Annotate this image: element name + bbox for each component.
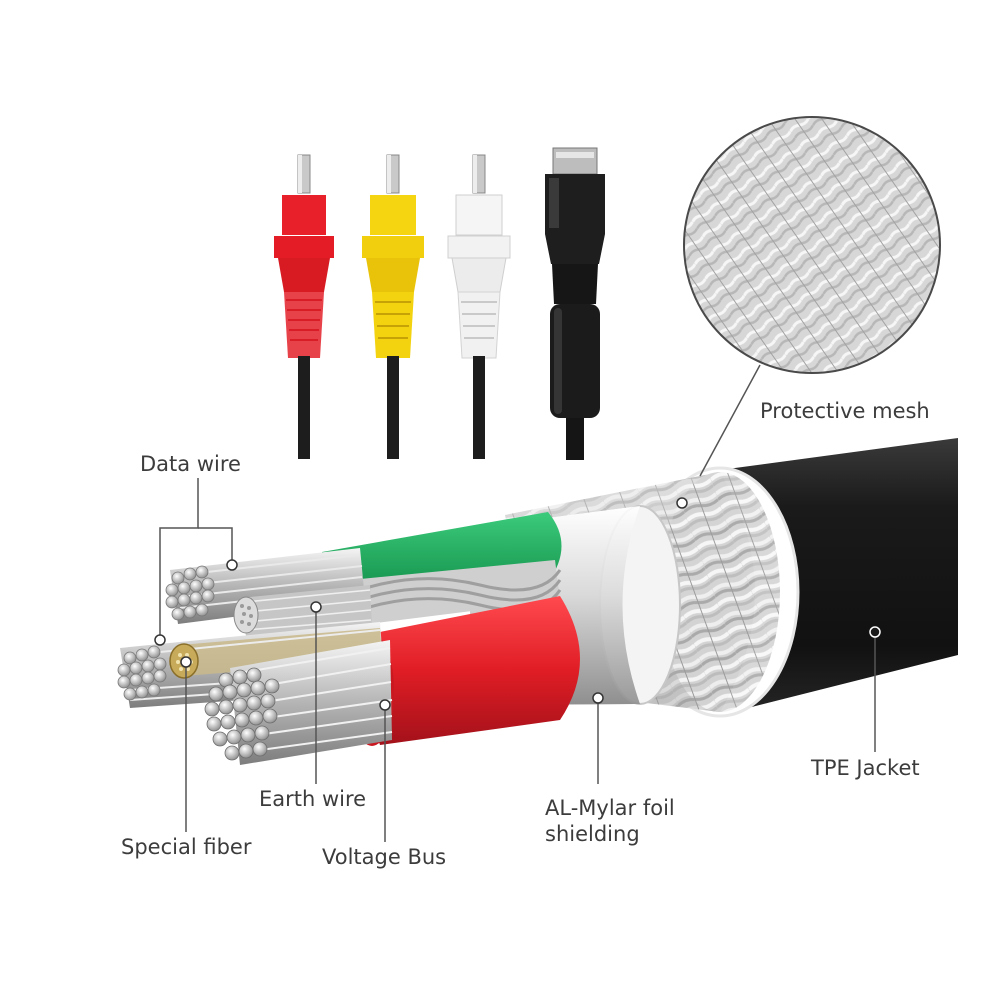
cable-cross-section (117, 438, 958, 765)
av-connectors (274, 147, 605, 460)
data-wire-leader-b (198, 527, 233, 568)
label-foil-line2: shielding (545, 822, 640, 846)
label-protective-mesh: Protective mesh (760, 399, 930, 423)
tpe-marker (869, 626, 881, 638)
label-earth-wire: Earth wire (259, 787, 367, 811)
label-special-fiber: Special fiber (121, 835, 252, 859)
label-tpe-jacket: TPE Jacket (811, 756, 920, 780)
leader-markers (154, 497, 688, 711)
label-voltage-bus: Voltage Bus (322, 845, 447, 869)
white-rca-plug (447, 154, 511, 459)
multi-av-connector (545, 147, 605, 460)
magnifier-line (699, 364, 761, 477)
red-insulation (360, 596, 580, 745)
data-wire-leader-a (159, 478, 199, 640)
label-al-mylar-foil: AL-Mylar foil shielding (545, 795, 675, 847)
red-rca-plug (274, 154, 334, 459)
mesh-magnifier (683, 116, 941, 477)
earth-wire (233, 585, 372, 636)
leader-lines (159, 478, 876, 842)
label-data-wire: Data wire (140, 452, 241, 476)
voltage-bus (204, 640, 393, 765)
yellow-rca-plug (362, 154, 424, 459)
label-foil-line1: AL-Mylar foil (545, 796, 675, 820)
